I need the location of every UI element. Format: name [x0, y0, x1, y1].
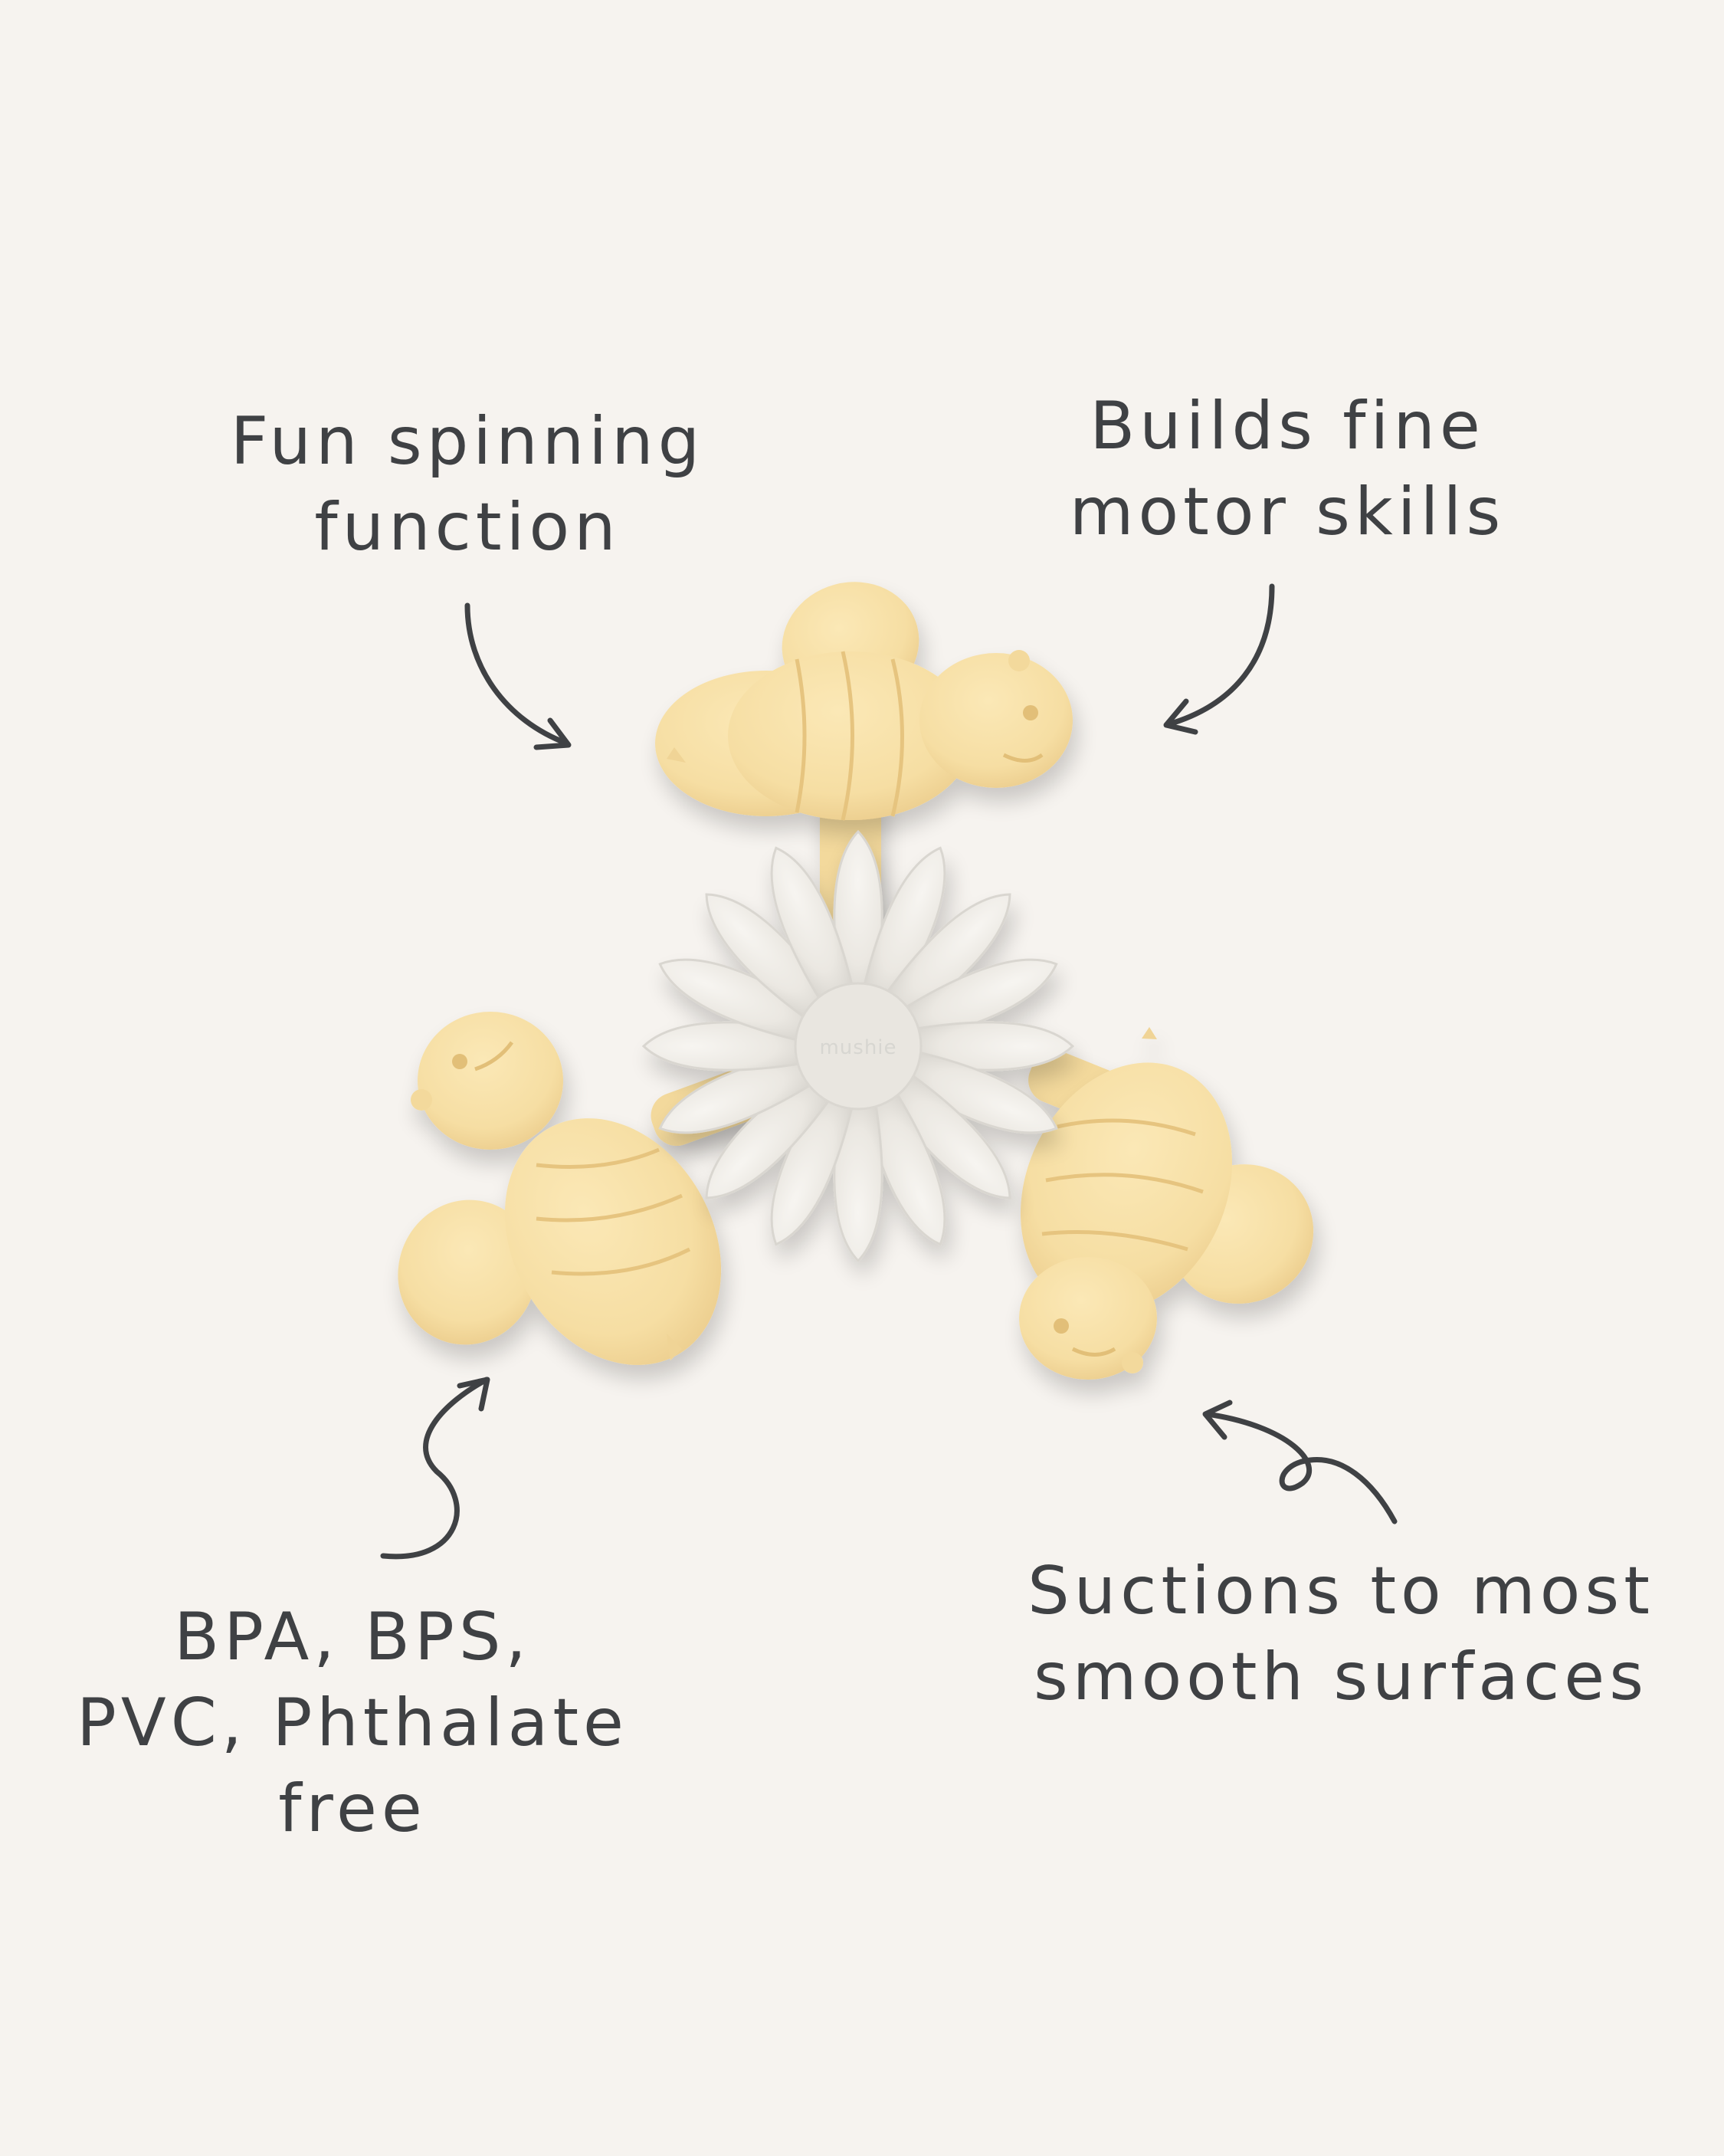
callout-line: function [314, 489, 621, 566]
callout-line: Builds fine [1090, 388, 1485, 464]
callout-line: PVC, Phthalate [77, 1685, 628, 1761]
callout-line: Suctions to most [1028, 1553, 1654, 1629]
arrow-spin [464, 602, 572, 750]
callout-line: free [278, 1770, 427, 1847]
arrow-safety [380, 1377, 490, 1560]
arrow-suction [1202, 1400, 1398, 1524]
callout-suction: Suctions to most smooth surfaces [988, 1548, 1693, 1720]
callout-spinning-function: Fun spinning function [176, 399, 759, 570]
bee-right [1019, 1027, 1314, 1380]
callout-line: smooth surfaces [1033, 1639, 1649, 1715]
callout-fine-motor: Builds fine motor skills [1027, 383, 1548, 555]
bee-left [398, 1012, 722, 1365]
callout-line: BPA, BPS, [174, 1599, 531, 1675]
arrow-motor [1163, 583, 1275, 735]
callout-bpa-free: BPA, BPS, PVC, Phthalate free [46, 1594, 659, 1852]
callout-line: Fun spinning [230, 403, 705, 480]
daisy-flower: mushie [641, 829, 1075, 1263]
flower-petal [770, 846, 855, 1005]
bee-top [655, 582, 1073, 821]
brand-mark: mushie [819, 1036, 896, 1059]
callout-line: motor skills [1069, 474, 1506, 550]
